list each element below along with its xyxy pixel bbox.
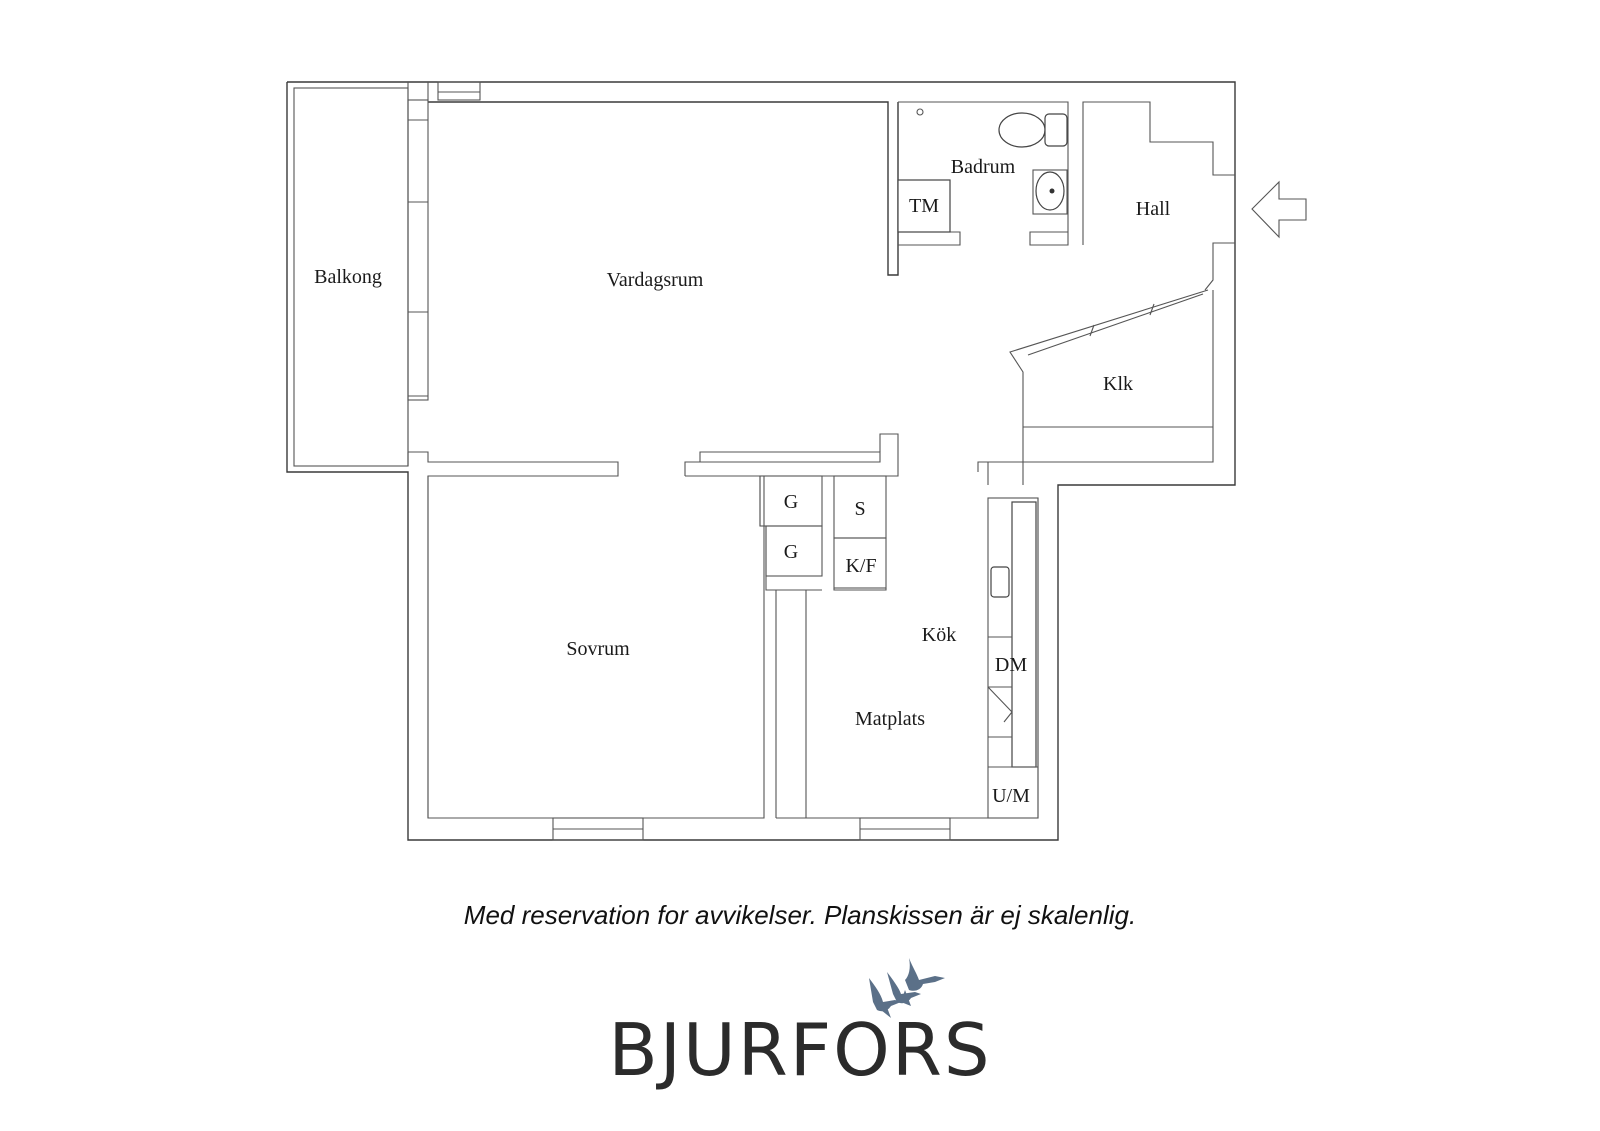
label-hall: Hall: [1136, 198, 1171, 220]
label-garderob-2: G: [784, 541, 798, 563]
label-kf: K/F: [845, 555, 876, 577]
disclaimer-text: Med reservation for avvikelser. Planskis…: [463, 900, 1137, 930]
label-badrum: Badrum: [951, 156, 1016, 178]
arrow-left-icon: [1251, 180, 1307, 239]
outer-walls: [286, 81, 1236, 841]
label-um: U/M: [992, 785, 1030, 807]
floor-plan: Balkong Vardagsrum Badrum TM Hall Klk So…: [286, 81, 1307, 841]
label-tm: TM: [909, 195, 939, 217]
living-room-walls: [407, 81, 619, 818]
brand-name: BJURFORS: [608, 1008, 992, 1092]
label-klk: Klk: [1103, 373, 1133, 395]
label-matplats: Matplats: [855, 708, 925, 730]
kitchen: [806, 497, 1039, 841]
label-vardagsrum: Vardagsrum: [607, 269, 704, 291]
label-sovrum: Sovrum: [566, 638, 630, 660]
hall: [977, 101, 1235, 485]
label-balkong: Balkong: [314, 266, 382, 288]
bathroom: [897, 101, 1069, 246]
label-kok: Kök: [922, 624, 956, 646]
label-garderob-1: G: [784, 491, 798, 513]
central-walls: [684, 433, 899, 819]
label-s: S: [854, 498, 865, 520]
birds-logo-icon: [869, 958, 945, 1018]
label-dm: DM: [995, 654, 1027, 676]
bedroom: [427, 476, 765, 841]
